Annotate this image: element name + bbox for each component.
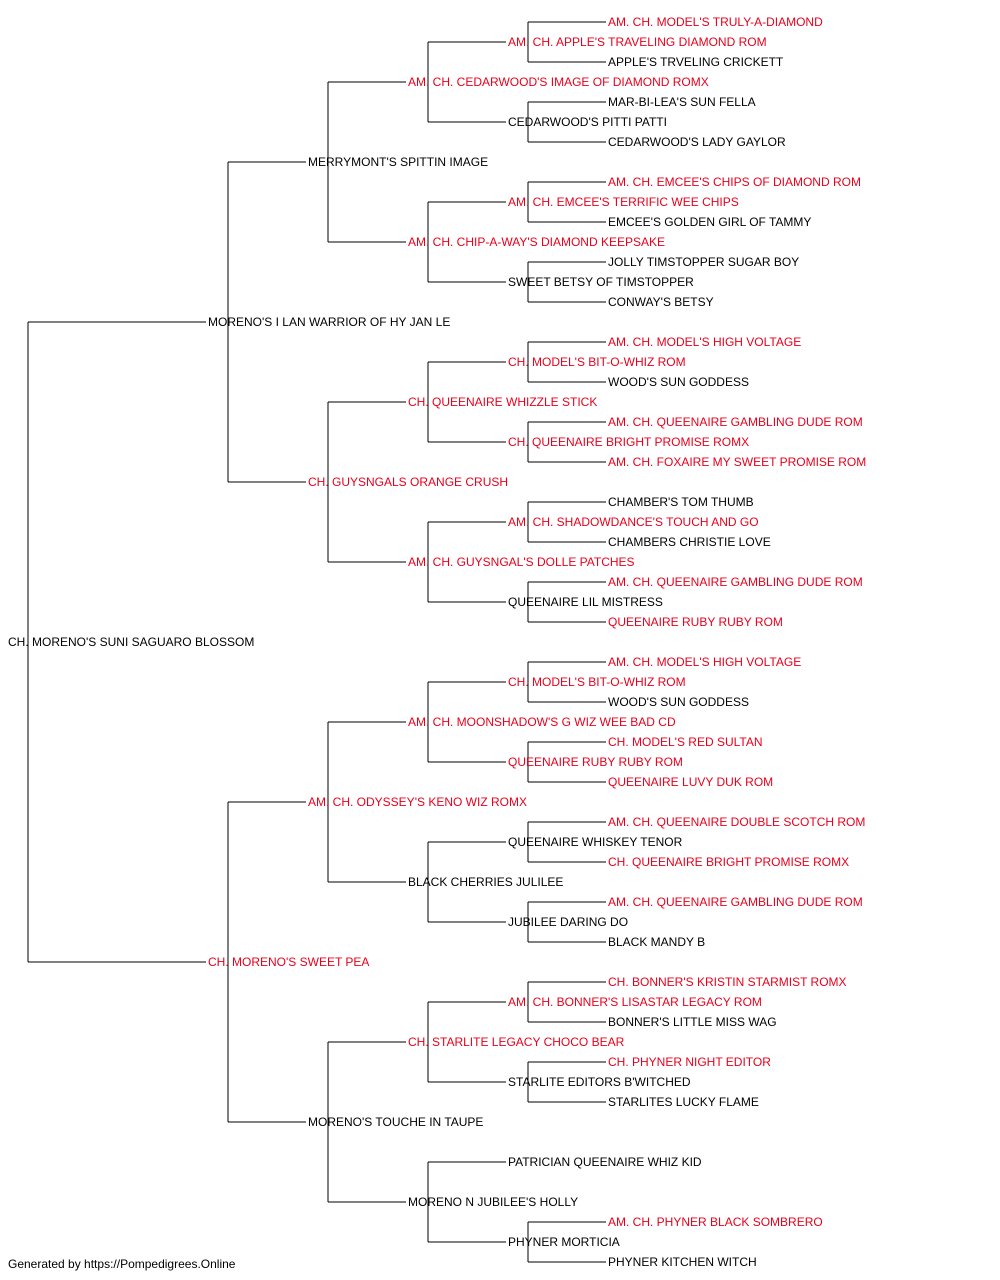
- ancestor-name: AM. CH. BONNER'S LISASTAR LEGACY ROM: [508, 995, 762, 1009]
- ancestor-name: WOOD'S SUN GODDESS: [608, 375, 749, 389]
- ancestor-name: AM. CH. ODYSSEY'S KENO WIZ ROMX: [308, 795, 527, 809]
- ancestor-name: AM. CH. CEDARWOOD'S IMAGE OF DIAMOND ROM…: [408, 75, 709, 89]
- ancestor-name: PHYNER KITCHEN WITCH: [608, 1255, 757, 1269]
- ancestor-name: CHAMBERS CHRISTIE LOVE: [608, 535, 771, 549]
- ancestor-name: QUEENAIRE LUVY DUK ROM: [608, 775, 774, 789]
- ancestor-name: JOLLY TIMSTOPPER SUGAR BOY: [608, 255, 800, 269]
- ancestor-name: MAR-BI-LEA'S SUN FELLA: [608, 95, 756, 109]
- footer-credit: Generated by https://Pompedigrees.Online: [8, 1257, 236, 1271]
- ancestor-name: AM. CH. QUEENAIRE GAMBLING DUDE ROM: [608, 575, 863, 589]
- ancestor-name: MORENO N JUBILEE'S HOLLY: [408, 1195, 579, 1209]
- ancestor-name: PATRICIAN QUEENAIRE WHIZ KID: [508, 1155, 702, 1169]
- ancestor-name: STARLITES LUCKY FLAME: [608, 1095, 759, 1109]
- ancestor-name: CH. MORENO'S SWEET PEA: [208, 955, 370, 969]
- ancestor-name: SWEET BETSY OF TIMSTOPPER: [508, 275, 694, 289]
- ancestor-name: CH. QUEENAIRE BRIGHT PROMISE ROMX: [608, 855, 850, 869]
- ancestor-name: AM. CH. EMCEE'S CHIPS OF DIAMOND ROM: [608, 175, 861, 189]
- ancestor-name: PHYNER MORTICIA: [508, 1235, 620, 1249]
- ancestor-name: AM. CH. APPLE'S TRAVELING DIAMOND ROM: [508, 35, 767, 49]
- ancestor-name: AM. CH. MOONSHADOW'S G WIZ WEE BAD CD: [408, 715, 676, 729]
- ancestor-name: CH. QUEENAIRE BRIGHT PROMISE ROMX: [508, 435, 750, 449]
- ancestor-name: STARLITE EDITORS B'WITCHED: [508, 1075, 691, 1089]
- ancestor-name: AM. CH. QUEENAIRE GAMBLING DUDE ROM: [608, 895, 863, 909]
- ancestor-name: QUEENAIRE WHISKEY TENOR: [508, 835, 683, 849]
- ancestor-name: AM. CH. GUYSNGAL'S DOLLE PATCHES: [408, 555, 635, 569]
- ancestor-name: CH. MODEL'S RED SULTAN: [608, 735, 763, 749]
- ancestor-name: CH. MODEL'S BIT-O-WHIZ ROM: [508, 675, 686, 689]
- ancestor-name: CH. STARLITE LEGACY CHOCO BEAR: [408, 1035, 625, 1049]
- ancestor-name: MORENO'S I LAN WARRIOR OF HY JAN LE: [208, 315, 451, 329]
- ancestor-name: AM. CH. MODEL'S HIGH VOLTAGE: [608, 335, 802, 349]
- ancestor-name: CH. PHYNER NIGHT EDITOR: [608, 1055, 771, 1069]
- ancestor-name: CH. MODEL'S BIT-O-WHIZ ROM: [508, 355, 686, 369]
- ancestor-name: BLACK MANDY B: [608, 935, 706, 949]
- ancestor-name: CH. GUYSNGALS ORANGE CRUSH: [308, 475, 509, 489]
- ancestor-name: EMCEE'S GOLDEN GIRL OF TAMMY: [608, 215, 812, 229]
- ancestor-name: BLACK CHERRIES JULILEE: [408, 875, 564, 889]
- ancestor-name: AM. CH. CHIP-A-WAY'S DIAMOND KEEPSAKE: [408, 235, 665, 249]
- ancestor-name: MORENO'S TOUCHE IN TAUPE: [308, 1115, 484, 1129]
- ancestor-name: CEDARWOOD'S PITTI PATTI: [508, 115, 667, 129]
- ancestor-name: AM. CH. SHADOWDANCE'S TOUCH AND GO: [508, 515, 759, 529]
- ancestor-name: CHAMBER'S TOM THUMB: [608, 495, 754, 509]
- ancestor-name: AM. CH. QUEENAIRE GAMBLING DUDE ROM: [608, 415, 863, 429]
- ancestor-name: CEDARWOOD'S LADY GAYLOR: [608, 135, 786, 149]
- ancestor-name: QUEENAIRE RUBY RUBY ROM: [508, 755, 683, 769]
- ancestor-name: JUBILEE DARING DO: [508, 915, 629, 929]
- ancestor-name: QUEENAIRE RUBY RUBY ROM: [608, 615, 783, 629]
- ancestor-name: AM. CH. PHYNER BLACK SOMBRERO: [608, 1215, 823, 1229]
- ancestor-name: CH. QUEENAIRE WHIZZLE STICK: [408, 395, 598, 409]
- ancestor-name: WOOD'S SUN GODDESS: [608, 695, 749, 709]
- ancestor-name: CONWAY'S BETSY: [608, 295, 714, 309]
- ancestor-name: MERRYMONT'S SPITTIN IMAGE: [308, 155, 489, 169]
- ancestor-name: APPLE'S TRVELING CRICKETT: [608, 55, 784, 69]
- ancestor-name: CH. BONNER'S KRISTIN STARMIST ROMX: [608, 975, 847, 989]
- ancestor-name: AM. CH. EMCEE'S TERRIFIC WEE CHIPS: [508, 195, 739, 209]
- ancestor-name: AM. CH. MODEL'S HIGH VOLTAGE: [608, 655, 802, 669]
- ancestor-name: BONNER'S LITTLE MISS WAG: [608, 1015, 777, 1029]
- ancestor-name: AM. CH. QUEENAIRE DOUBLE SCOTCH ROM: [608, 815, 866, 829]
- subject-name: CH. MORENO'S SUNI SAGUARO BLOSSOM: [8, 635, 255, 649]
- ancestor-name: AM. CH. FOXAIRE MY SWEET PROMISE ROM: [608, 455, 867, 469]
- ancestor-name: AM. CH. MODEL'S TRULY-A-DIAMOND: [608, 15, 823, 29]
- ancestor-name: QUEENAIRE LIL MISTRESS: [508, 595, 663, 609]
